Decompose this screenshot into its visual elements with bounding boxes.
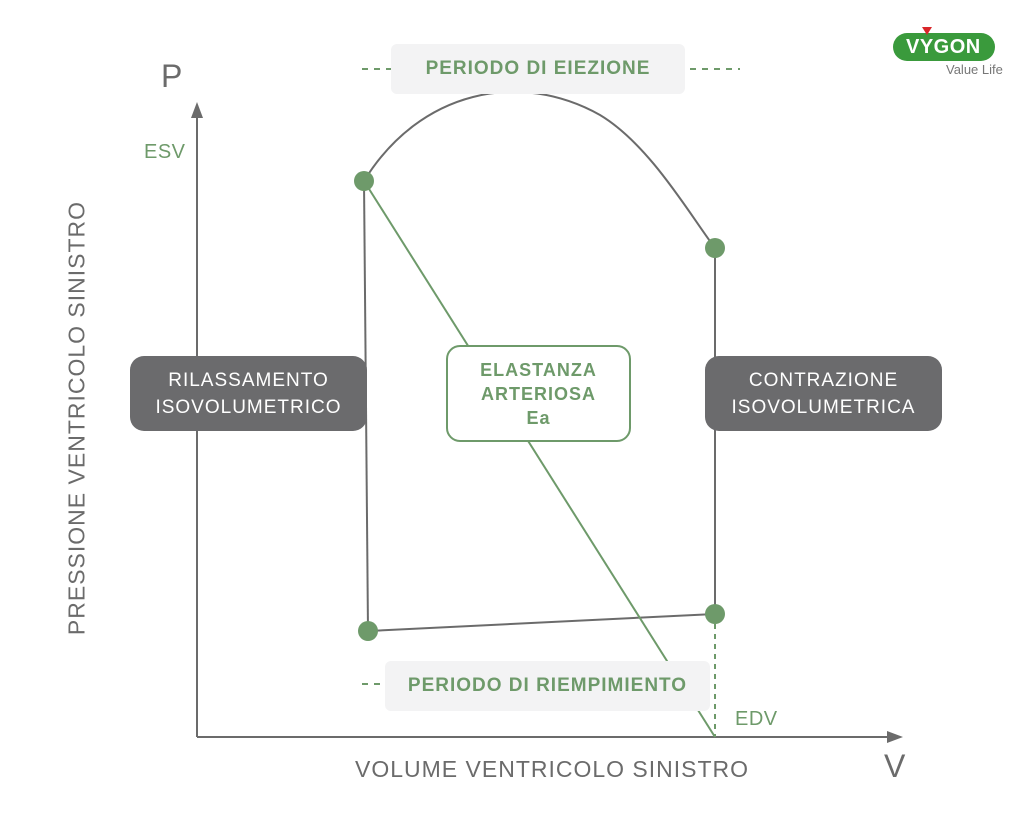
vygon-logo-accent-icon: [922, 27, 932, 35]
point-mitral-valve-opening: [358, 621, 378, 641]
relaxation-line-2: ISOVOLUMETRICO: [155, 396, 342, 418]
logo-brand: VYGON: [906, 36, 981, 58]
x-axis-letter: V: [884, 748, 906, 784]
y-axis-title: PRESSIONE VENTRICOLO SINISTRO: [63, 200, 90, 636]
point-end-diastolic: [705, 604, 725, 624]
elastance-line-2: ARTERIOSA: [480, 383, 596, 404]
ejection-period-label: PERIODO DI EIEZIONE: [391, 44, 685, 94]
loop-ejection-curve: [363, 90, 716, 249]
point-aortic-valve-opening: [705, 238, 725, 258]
x-axis-arrow-icon: [887, 731, 903, 743]
filling-period-label: PERIODO DI RIEMPIMIENTO: [385, 661, 710, 711]
y-axis-letter: P: [161, 58, 183, 94]
point-end-systolic: [354, 171, 374, 191]
x-axis-title: VOLUME VENTRICOLO SINISTRO: [355, 756, 750, 782]
elastance-line-3: Ea: [526, 407, 551, 428]
loop-bottom-edge: [367, 613, 716, 632]
arterial-elastance-box: ELASTANZA ARTERIOSA Ea: [446, 345, 631, 442]
y-axis-arrow-icon: [191, 102, 203, 118]
elastance-line-1: ELASTANZA: [480, 359, 597, 380]
edv-label: EDV: [735, 708, 778, 730]
contraction-line-1: CONTRAZIONE: [748, 369, 899, 391]
isovolumetric-contraction-box: CONTRAZIONE ISOVOLUMETRICA: [705, 356, 942, 431]
filling-period-text: PERIODO DI RIEMPIMIENTO: [407, 675, 688, 696]
contraction-line-2: ISOVOLUMETRICA: [731, 396, 916, 418]
isovolumetric-relaxation-box: RILASSAMENTO ISOVOLUMETRICO: [130, 356, 367, 431]
relaxation-line-1: RILASSAMENTO: [168, 369, 329, 391]
logo-tagline: Value Life: [946, 62, 1003, 77]
vygon-logo-icon: [893, 33, 995, 61]
ejection-period-text: PERIODO DI EIEZIONE: [425, 58, 651, 79]
esv-label: ESV: [144, 141, 186, 163]
elastance-line: [363, 180, 716, 738]
